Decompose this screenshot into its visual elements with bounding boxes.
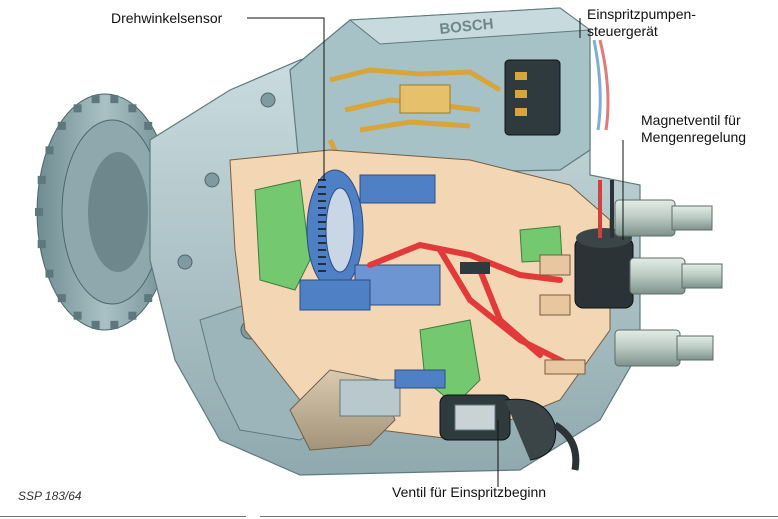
lower-assembly	[289, 369, 580, 471]
gear-tooth	[144, 121, 153, 130]
gear-tooth	[73, 311, 82, 320]
gear-tooth	[45, 146, 54, 155]
label-control-unit-line2: steuergerät	[587, 23, 658, 39]
gear-tooth	[37, 175, 46, 184]
high-pressure-lines	[367, 241, 573, 368]
label-solenoid-valve: Magnetventil für Mengenregelung	[641, 112, 746, 146]
label-control-unit: Einspritzpumpen- steuergerät	[587, 6, 696, 40]
distributor-piston	[359, 174, 436, 204]
figure-reference: SSP 183/64	[18, 489, 82, 503]
label-timing-valve: Ventil für Einspritzbeginn	[392, 484, 547, 500]
gear-tooth	[91, 95, 100, 104]
drive-gear	[35, 93, 175, 331]
cutaway-section	[229, 149, 611, 441]
gear-tooth	[128, 311, 137, 320]
fitting-bottom	[614, 329, 714, 367]
bottom-rule-left	[0, 516, 246, 517]
gear-tooth	[35, 208, 43, 216]
angle-sensor-wheel	[306, 169, 364, 291]
label-control-unit-line1: Einspritzpumpen-	[587, 6, 696, 22]
gear-tooth	[37, 240, 46, 249]
quantity-solenoid-valve	[574, 180, 634, 309]
label-solenoid-line1: Magnetventil für	[641, 112, 741, 128]
gear-tooth	[110, 320, 119, 329]
gear-tooth	[57, 121, 66, 130]
leader-lines	[247, 17, 624, 487]
pump-control-unit: BOSCH	[289, 7, 610, 176]
fuel-channel-left	[254, 179, 311, 291]
gear-tooth	[144, 294, 153, 303]
gear-tooth	[91, 320, 100, 329]
gear-tooth	[110, 95, 119, 104]
gear-tooth	[128, 104, 137, 113]
housing-brand-text: BOSCH	[439, 15, 495, 38]
fitting-middle	[629, 257, 723, 295]
leader-angle-sensor	[247, 17, 325, 180]
gear-tooth	[45, 269, 54, 278]
gear-tooth	[57, 294, 66, 303]
delivery-fittings	[614, 199, 723, 367]
electrical-connector	[504, 59, 561, 136]
bottom-rule-right	[260, 516, 778, 517]
gear-tooth	[73, 104, 82, 113]
label-solenoid-line2: Mengenregelung	[641, 129, 747, 145]
fitting-top	[614, 199, 713, 237]
label-angle-sensor: Drehwinkelsensor	[111, 10, 223, 26]
timing-solenoid-valve	[439, 394, 580, 471]
